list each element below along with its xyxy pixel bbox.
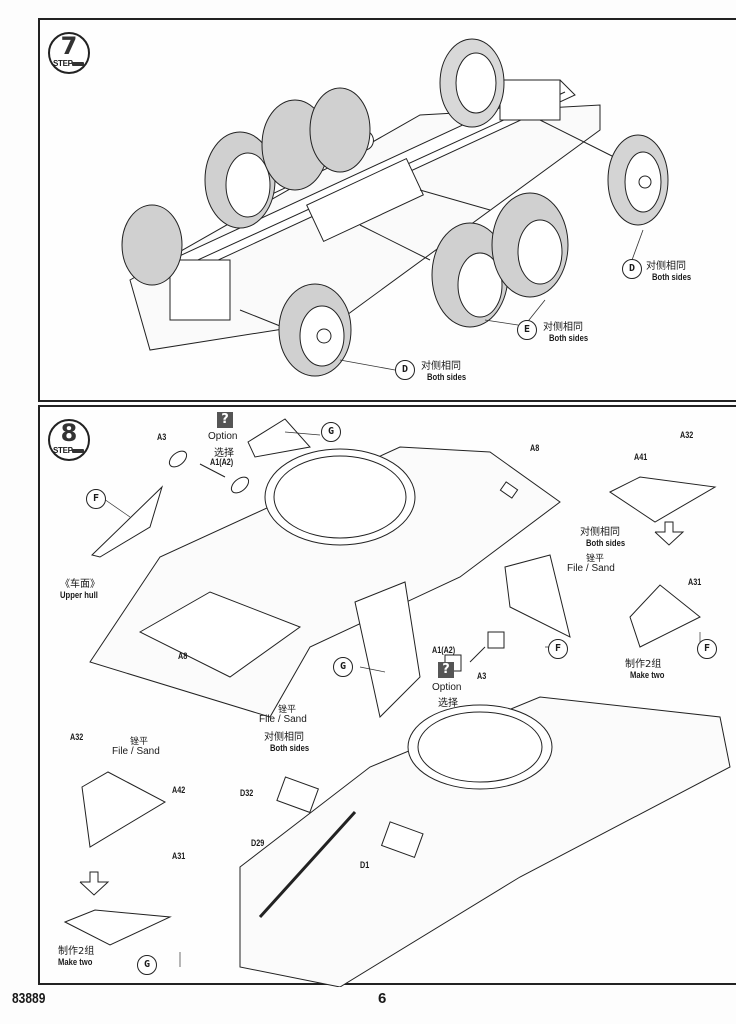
part-G-top — [247, 418, 311, 458]
upper-hull-en: Upper hull — [60, 590, 98, 600]
rear-housing — [169, 259, 231, 321]
wheel-bottom-D — [278, 283, 352, 377]
option-label: Option — [208, 431, 238, 442]
note-zh: 对侧相同 — [421, 361, 461, 372]
callout-g-mid: G — [333, 657, 353, 677]
step-8-panel: 8 STEP — [38, 405, 736, 987]
part-label-a32: A32 — [680, 430, 694, 440]
step-7-badge: 7 STEP — [48, 32, 90, 74]
part-label-a3-bottom: A3 — [477, 671, 487, 681]
callout-f-left: F — [86, 489, 106, 509]
callout-d-bottom: D — [395, 360, 415, 380]
step-7-panel: 7 STEP — [38, 18, 736, 402]
part-G-mid — [354, 581, 421, 719]
callout-d-right: D — [622, 259, 642, 279]
callout-f-right: F — [697, 639, 717, 659]
part-label-a42: A42 — [172, 785, 186, 795]
wheel-right-D — [607, 134, 669, 226]
step-label: STEP — [53, 59, 73, 68]
option-label-zh: 选择 — [214, 448, 234, 459]
note-zh: 对侧相同 — [580, 527, 620, 538]
note-en-file: File / Sand — [259, 714, 307, 725]
part-A41 — [609, 476, 717, 523]
part-label-a1: A1(A2) — [210, 457, 234, 467]
chassis-wheels-diagram — [121, 38, 669, 377]
wheel-rear-dual-2 — [261, 87, 371, 191]
step-8-badge: 8 STEP — [48, 419, 90, 461]
make-two-zh: 制作2组 — [58, 946, 95, 957]
part-F-left — [91, 485, 164, 558]
make-two-zh: 制作2组 — [625, 659, 662, 670]
wheel-rear-dual-1 — [121, 131, 276, 286]
part-A42 — [81, 771, 167, 848]
part-label-a31-left: A31 — [172, 851, 186, 861]
option-question-icon: ? — [438, 662, 454, 678]
note-zh: 对侧相同 — [543, 322, 583, 333]
callout-f-mid: F — [548, 639, 568, 659]
note-zh: 对侧相同 — [646, 261, 686, 272]
upper-hull-zh: 《车面》 — [60, 579, 100, 590]
part-A3-bottom — [487, 631, 505, 649]
note-en-file: File / Sand — [567, 563, 615, 574]
part-label-a3: A3 — [157, 432, 167, 442]
option-question-icon: ? — [217, 412, 233, 428]
part-D29 — [258, 810, 357, 919]
note-en: Both sides — [549, 333, 589, 343]
tank-icon — [72, 449, 84, 453]
option-label: Option — [432, 682, 462, 693]
part-label-d32: D32 — [240, 788, 254, 798]
step-number: 7 — [60, 32, 78, 60]
part-label-a41: A41 — [634, 452, 648, 462]
callout-g-top: G — [321, 422, 341, 442]
wheel-front-top — [439, 38, 505, 128]
part-A8-top — [499, 481, 519, 499]
step-number: 8 — [60, 419, 78, 447]
part-label-a31: A31 — [688, 577, 702, 587]
turret-ring — [264, 448, 416, 546]
part-label-d1: D1 — [360, 860, 370, 870]
note-zh-file: 锉平 — [130, 737, 149, 747]
part-A31-plate — [63, 909, 172, 946]
part-label-a32-left: A32 — [70, 732, 84, 742]
option-label-zh: 选择 — [438, 698, 458, 709]
note-en: Both sides — [586, 538, 626, 548]
callout-e: E — [517, 320, 537, 340]
part-F-mid — [504, 554, 571, 638]
tank-icon — [72, 62, 84, 66]
upper-hull-diagram — [63, 418, 731, 987]
note-zh: 对侧相同 — [264, 732, 304, 743]
front-housing — [499, 79, 561, 121]
wheel-group — [121, 38, 669, 377]
part-A3 — [168, 450, 188, 468]
note-zh-file: 锉平 — [278, 705, 297, 715]
part-A1 — [230, 476, 250, 494]
make-two-en: Make two — [630, 670, 665, 680]
turret-ring-lower — [407, 704, 553, 790]
part-F-right — [629, 584, 701, 648]
part-label-d29: D29 — [251, 838, 265, 848]
wheel-pair-E — [431, 192, 569, 328]
page-number: 6 — [378, 990, 387, 1007]
note-en-file: File / Sand — [112, 746, 160, 757]
make-two-en: Make two — [58, 957, 93, 967]
callout-g-bottom: G — [137, 955, 157, 975]
part-label-a8: A8 — [530, 443, 540, 453]
part-D1 — [380, 821, 424, 859]
part-D32 — [276, 776, 320, 814]
note-zh-file: 锉平 — [586, 554, 605, 564]
note-en: Both sides — [652, 272, 692, 282]
note-en: Both sides — [270, 743, 310, 753]
part-label-a1-bottom: A1(A2) — [432, 645, 456, 655]
center-axle-housing — [306, 157, 424, 243]
note-en: Both sides — [427, 372, 467, 382]
product-code: 83889 — [12, 990, 46, 1007]
part-label-a8-left: A8 — [178, 651, 188, 661]
step-label: STEP — [53, 446, 73, 455]
